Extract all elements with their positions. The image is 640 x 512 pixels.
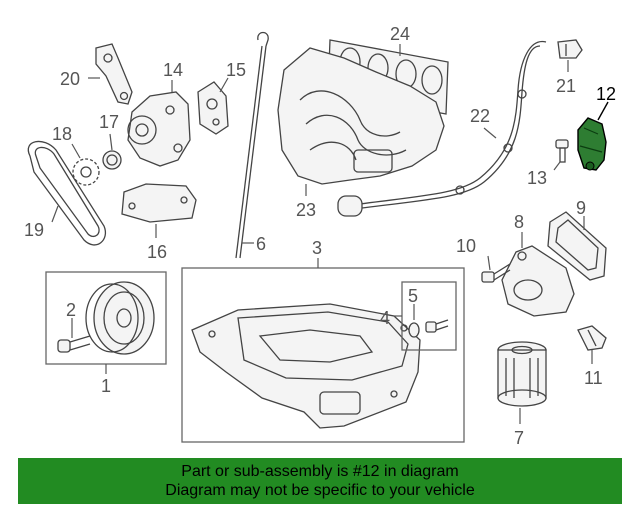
lead-19 (51, 205, 59, 223)
part-16-cover[interactable] (121, 183, 197, 223)
part-18-sprocket[interactable] (72, 158, 100, 186)
callout-6[interactable]: 6 (256, 234, 266, 254)
lead-15 (219, 77, 229, 93)
part-1-crank-pulley[interactable] (85, 281, 155, 355)
callout-7[interactable]: 7 (514, 428, 524, 448)
part-12-oil-control-solenoid[interactable] (577, 117, 607, 171)
callout-11[interactable]: 11 (584, 368, 603, 388)
part-23-intake-manifold[interactable] (277, 47, 445, 185)
parts-diagram: 20 14 15 17 18 19 16 (24, 24, 616, 448)
lead-18 (71, 143, 81, 159)
callout-3[interactable]: 3 (312, 238, 322, 258)
part-17-seal[interactable] (102, 150, 122, 170)
part-7-oil-filter[interactable] (497, 341, 547, 407)
callout-19[interactable]: 19 (24, 220, 44, 240)
lead-17 (109, 133, 113, 151)
callout-14[interactable]: 14 (163, 60, 183, 80)
callout-16[interactable]: 16 (147, 242, 167, 262)
lead-13 (553, 161, 561, 171)
callout-1[interactable]: 1 (101, 376, 111, 396)
part-22-tube[interactable] (337, 40, 547, 217)
callout-5[interactable]: 5 (408, 286, 418, 306)
part-21-sensor[interactable] (557, 39, 583, 59)
part-6-dipstick[interactable] (235, 31, 269, 259)
part-3-oil-pan[interactable] (191, 303, 421, 429)
info-banner: Part or sub-assembly is #12 in diagram D… (18, 458, 622, 504)
callout-15[interactable]: 15 (226, 60, 246, 80)
part-11-pressure-switch[interactable] (577, 325, 607, 351)
part-19-chain[interactable] (27, 140, 107, 246)
callout-12[interactable]: 12 (596, 84, 616, 104)
part-13-bolt[interactable] (555, 139, 569, 163)
callout-18[interactable]: 18 (52, 124, 72, 144)
callout-17[interactable]: 17 (99, 112, 119, 132)
callout-24[interactable]: 24 (390, 24, 410, 44)
box-3 (181, 267, 465, 443)
lead-22 (483, 127, 497, 139)
callout-13[interactable]: 13 (527, 168, 547, 188)
part-14-oil-pump[interactable] (127, 91, 191, 167)
part-15-gasket[interactable] (197, 81, 229, 135)
callout-21[interactable]: 21 (556, 76, 576, 96)
callout-2[interactable]: 2 (66, 300, 76, 320)
banner-line-1: Part or sub-assembly is #12 in diagram (181, 463, 459, 480)
callout-9[interactable]: 9 (576, 198, 586, 218)
callout-4[interactable]: 4 (380, 308, 390, 328)
lead-12 (597, 101, 609, 121)
part-2-bolt[interactable] (57, 335, 91, 353)
banner-line-2: Diagram may not be specific to your vehi… (165, 482, 475, 499)
part-8-filter-adapter[interactable] (501, 245, 575, 317)
lead-10 (487, 255, 491, 271)
part-20-bracket[interactable] (95, 43, 133, 105)
part-5-drain-plug[interactable] (408, 319, 449, 338)
part-10-bolt[interactable] (481, 263, 511, 283)
part-9-gasket[interactable] (547, 211, 607, 281)
callout-10[interactable]: 10 (456, 236, 476, 256)
callout-22[interactable]: 22 (470, 106, 490, 126)
callout-23[interactable]: 23 (296, 200, 316, 220)
callout-8[interactable]: 8 (514, 212, 524, 232)
callout-20[interactable]: 20 (60, 69, 80, 89)
